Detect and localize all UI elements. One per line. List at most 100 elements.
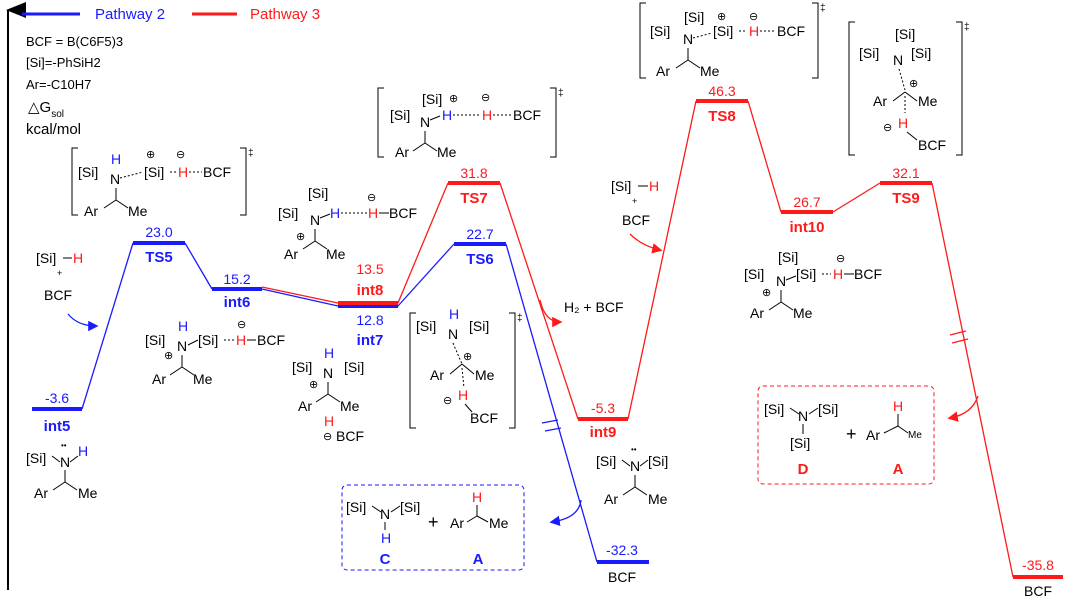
bracket-right (550, 87, 557, 158)
si-label: [Si] (796, 266, 816, 282)
bond (808, 407, 819, 415)
si-label: [Si] (911, 45, 931, 61)
plus-charge: ⊕ (146, 149, 155, 161)
value-int5: -3.6 (45, 390, 69, 406)
bracket-left (848, 21, 855, 156)
bond (371, 505, 382, 513)
value-int7: 12.8 (356, 312, 383, 328)
bond (622, 486, 636, 496)
info-units: kcal/mol (26, 121, 81, 138)
plus-charge: ⊕ (164, 350, 173, 362)
legend: Pathway 2 Pathway 3 (22, 6, 320, 23)
bond (424, 142, 438, 152)
structure-ts8: ‡ [Si] [Si] N ⊕ [Si] ⊖ H BCF Ar Me (639, 2, 826, 79)
minus-charge: ⊖ (836, 253, 845, 265)
lone-pair: •• (61, 441, 67, 450)
ar-label: Ar (750, 305, 764, 321)
label-ts6: TS6 (466, 251, 494, 268)
connector (184, 242, 213, 290)
n-label: N (776, 273, 786, 289)
n-label: N (798, 408, 808, 424)
bcf-label: BCF (203, 164, 231, 180)
me-label: Me (908, 430, 922, 441)
bond (675, 59, 689, 69)
dagger: ‡ (558, 88, 564, 99)
bond (69, 455, 79, 463)
bcf-label: BCF (918, 137, 946, 153)
structure-int5: [Si] •• N H Ar Me (26, 441, 98, 501)
bond (466, 515, 478, 523)
bracket-left (409, 312, 416, 429)
legend-pathway3-label: Pathway 3 (250, 6, 320, 23)
si-label: [Si] (790, 435, 810, 451)
reagent-silane-bcf-1: [Si] H + BCF (36, 250, 99, 332)
hydride-label: H (178, 164, 188, 180)
bond (780, 301, 794, 311)
si-label: [Si] (895, 26, 915, 42)
hydride-label: H (368, 205, 378, 221)
bcf-label: BCF (470, 410, 498, 426)
si-label: [Si] (344, 359, 364, 375)
reaction-arrow (549, 499, 582, 526)
plus-charge: ⊕ (463, 351, 472, 363)
reagent-silane-bcf-2: [Si] H + BCF (611, 178, 663, 254)
bond (476, 515, 489, 523)
ar-label: Ar (604, 491, 618, 507)
si-label: [Si] (422, 91, 442, 107)
structure-int6: [Si] H N ⊕ [Si] ⊖ H BCF Ar Me (145, 318, 285, 387)
dashed-box (341, 484, 525, 571)
label-ts7: TS7 (460, 190, 488, 207)
plus-charge: ⊕ (309, 379, 318, 391)
si-label: [Si] (36, 250, 56, 266)
bond (51, 455, 61, 463)
h-label: H (381, 530, 391, 546)
connector (261, 288, 339, 307)
break-mark (951, 338, 969, 344)
n-label: N (380, 506, 390, 522)
ar-label: Ar (430, 367, 444, 383)
bcf-label: BCF (44, 287, 72, 303)
si-label: [Si] (648, 453, 668, 469)
connector (832, 182, 881, 213)
bond (461, 363, 475, 375)
bracket-left (377, 87, 384, 158)
bond (314, 240, 328, 250)
label-int6: int6 (224, 294, 251, 311)
connector (505, 243, 598, 563)
me-label: Me (437, 144, 457, 160)
reaction-arrow (539, 299, 563, 328)
bond (319, 213, 331, 219)
structure-ts9: ‡ [Si] [Si] N [Si] ⊕ Ar Me ⊖ H BCF (848, 21, 970, 156)
bond (115, 199, 129, 209)
value-bcf2: -32.3 (606, 542, 638, 558)
si-label: [Si] (859, 45, 879, 61)
label-int9: int9 (590, 424, 617, 441)
h-label: H (78, 443, 88, 459)
ar-label: Ar (298, 398, 312, 414)
break-mark (544, 427, 562, 432)
bond (906, 131, 918, 141)
label-int7: int7 (357, 332, 384, 349)
minus-charge: ⊖ (237, 319, 246, 331)
bracket-right (509, 312, 516, 429)
bond (892, 91, 906, 102)
products-box-c: [Si] N [Si] H C + H Ar Me A (341, 484, 582, 571)
bond (327, 393, 341, 403)
si-label: [Si] (744, 266, 764, 282)
plus-charge: ⊕ (449, 93, 458, 105)
si-label: [Si] (346, 499, 366, 515)
me-label: Me (340, 398, 360, 414)
connector (81, 242, 134, 410)
hydride-label: H (482, 107, 492, 123)
hydride-label: H (324, 413, 334, 429)
si-label: [Si] (818, 401, 838, 417)
dashed-box (757, 385, 935, 485)
plus-sign: + (632, 196, 637, 206)
bracket-left (71, 147, 78, 216)
reaction-arrow (629, 233, 663, 254)
minus-charge: ⊖ (367, 192, 376, 204)
bcf-label: BCF (336, 428, 364, 444)
bond (768, 301, 782, 311)
plus-charge: ⊕ (717, 11, 726, 23)
h-label: H (111, 151, 121, 167)
